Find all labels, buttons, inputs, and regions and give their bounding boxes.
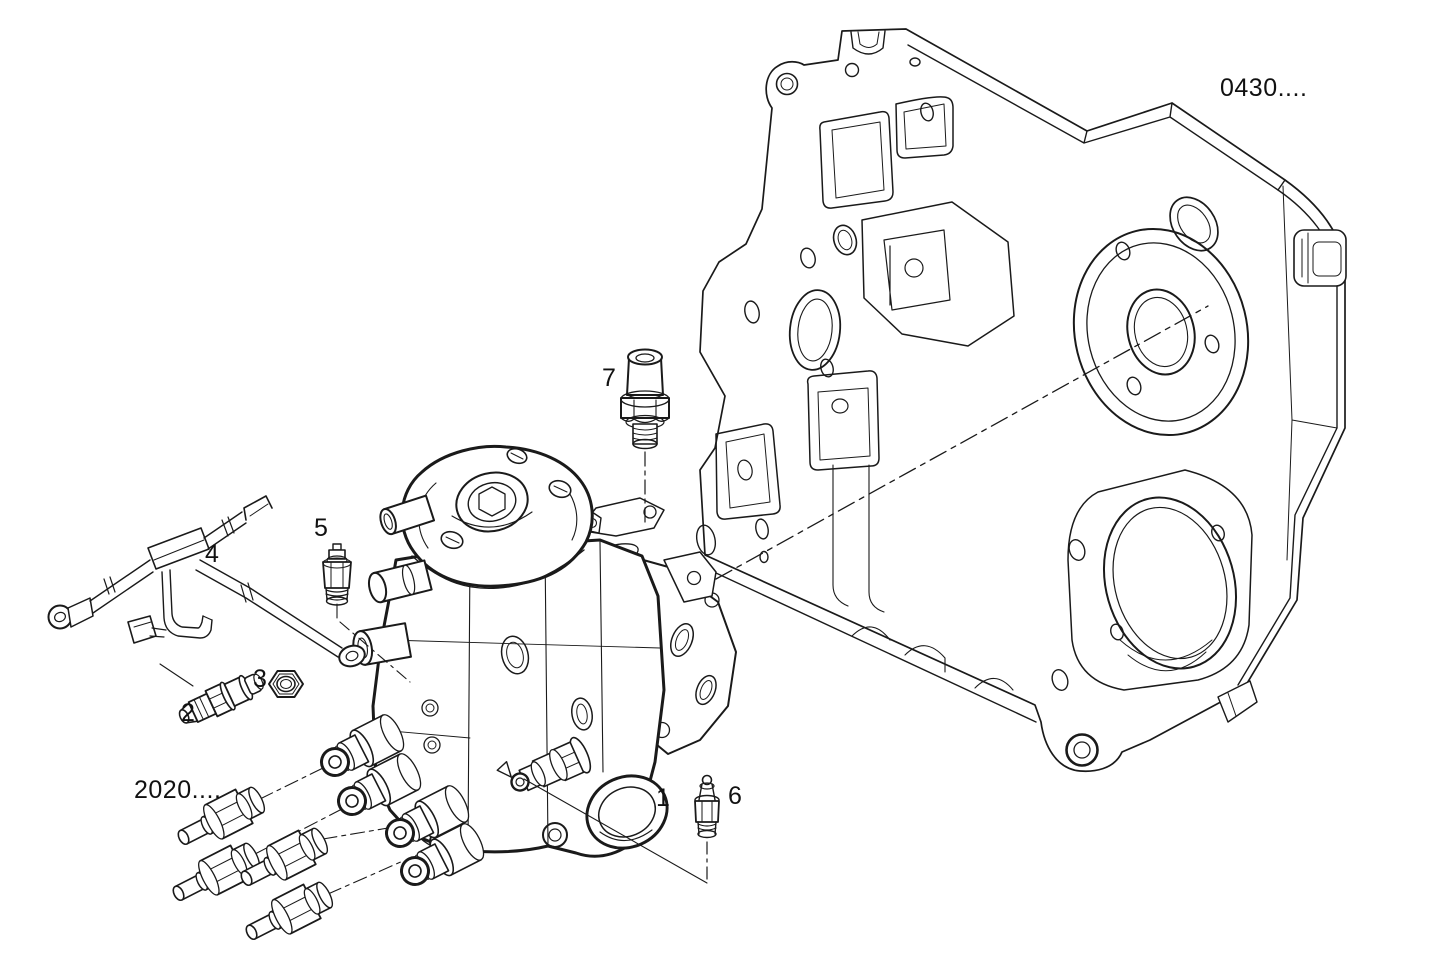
- timing-solenoid-drawing: [496, 736, 592, 792]
- callout-2[interactable]: 2: [181, 699, 195, 727]
- part-2-sensor-drawing: [159, 663, 264, 724]
- part-3-nut-drawing: [268, 670, 304, 698]
- part-code-2020[interactable]: 2020....: [134, 776, 222, 804]
- injection-pump-drawing: [320, 444, 737, 886]
- part-code-0430[interactable]: 0430....: [1220, 74, 1308, 102]
- pump-to-cover-centerline: [715, 305, 1209, 580]
- part-6-leader-line: [523, 778, 708, 884]
- timing-gearcase-cover-drawing: [695, 28, 1347, 773]
- part-5-fitting-drawing: [322, 543, 411, 683]
- callout-7[interactable]: 7: [602, 364, 616, 392]
- part-7-valve-drawing: [620, 348, 670, 523]
- callout-3[interactable]: 3: [253, 665, 267, 693]
- callout-1[interactable]: 1: [656, 784, 670, 812]
- callout-4[interactable]: 4: [205, 540, 219, 568]
- callout-5[interactable]: 5: [314, 514, 328, 542]
- part-6-fitting-drawing: [694, 774, 720, 883]
- callout-6[interactable]: 6: [728, 782, 742, 810]
- part-4-harness-drawing: [47, 495, 366, 668]
- injection-pipe-nuts-drawing: [172, 767, 404, 941]
